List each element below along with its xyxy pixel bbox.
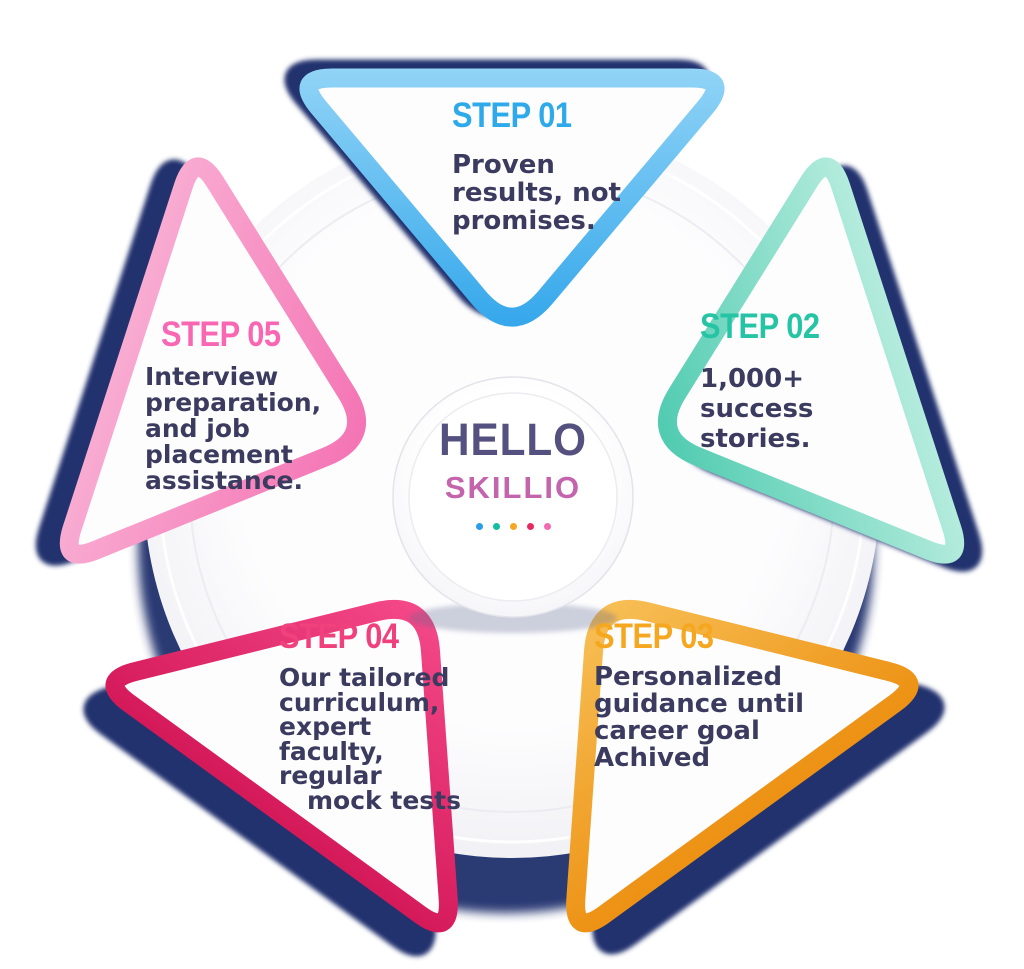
- step-01-description: Proven results, not promises.: [452, 150, 621, 236]
- brand-subtitle: SKILLIO: [444, 470, 582, 505]
- step-03-title: STEP 03: [594, 617, 714, 656]
- medallion-shadow: [409, 603, 617, 633]
- step-dot: [526, 523, 534, 530]
- step-02-description: 1,000+ success stories.: [700, 364, 814, 454]
- step-01: STEP 01 Proven results, not promises.: [452, 96, 621, 236]
- brand-color-dots: [398, 523, 628, 530]
- step-02: STEP 02 1,000+ success stories.: [700, 307, 836, 455]
- step-03-description: Personalized guidance until career goal …: [594, 662, 805, 773]
- step-05-title: STEP 05: [161, 315, 281, 354]
- step-dot: [509, 523, 517, 530]
- step-dot: [543, 523, 551, 530]
- step-dot: [492, 523, 500, 530]
- step-dot: [475, 523, 483, 530]
- medallion-inner: [408, 392, 618, 602]
- step-05-description: Interview preparation, and job placement…: [145, 362, 322, 495]
- step-02-title: STEP 02: [700, 307, 820, 346]
- step-03: STEP 03 Personalized guidance until care…: [594, 618, 804, 772]
- step-04-description: Our tailored curriculum, expert faculty,…: [279, 663, 461, 815]
- step-05: STEP 05 Interview preparation, and job p…: [145, 316, 321, 494]
- step-04: STEP 04 Our tailored curriculum, expert …: [279, 618, 461, 813]
- step-01-title: STEP 01: [452, 96, 572, 135]
- brand-title: HELLO: [438, 414, 588, 465]
- step-04-title: STEP 04: [279, 617, 399, 656]
